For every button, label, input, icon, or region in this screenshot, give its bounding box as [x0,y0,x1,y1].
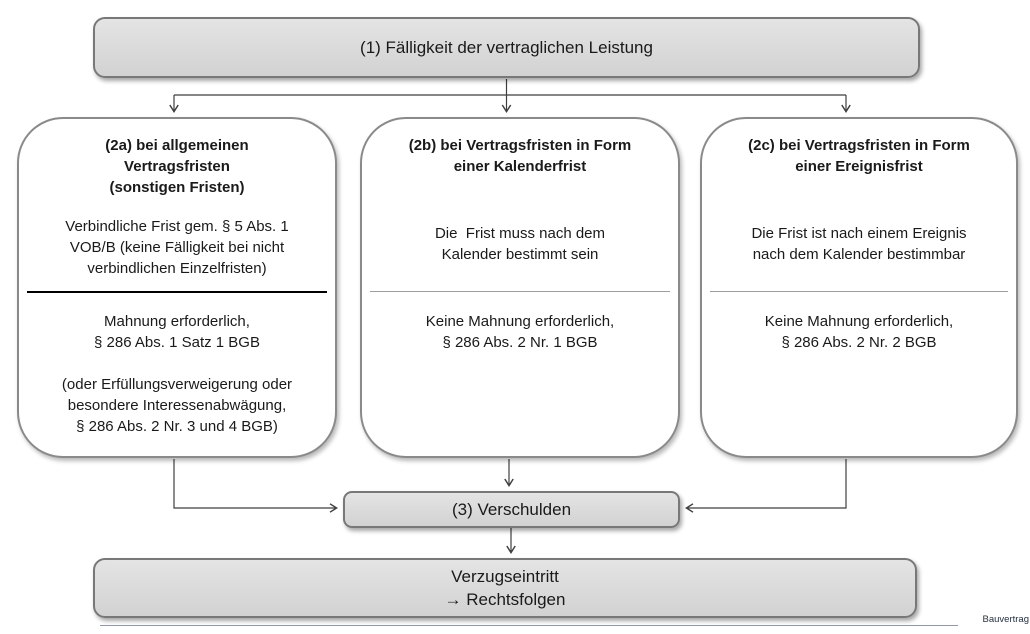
node-2c-ereignisfrist: (2c) bei Vertragsfristen in Form einer E… [700,117,1018,458]
node-2b-body-frist: Die Frist muss nach dem Kalender bestimm… [434,225,606,263]
node-verzugseintritt: Verzugseintritt → Rechtsfolgen [93,558,917,618]
node-2a-body-ausnahmen: (oder Erfüllungsverweigerung oder besond… [61,376,293,435]
node-2a-separator [27,291,327,293]
footer-divider [100,625,958,626]
node-2a-body-mahnung: Mahnung erforderlich, § 286 Abs. 1 Satz … [94,313,260,351]
node-2c-body-frist: Die Frist ist nach einem Ereignis nach d… [751,225,967,263]
node-verzugseintritt-label: Verzugseintritt → Rechtsfolgen [444,567,566,609]
node-2a-title: (2a) bei allgemeinen Vertragsfristen (so… [105,137,249,196]
node-2a-vertragsfristen: (2a) bei allgemeinen Vertragsfristen (so… [17,117,337,458]
node-2c-separator [710,291,1008,292]
node-2b-kalenderfrist: (2b) bei Vertragsfristen in Form einer K… [360,117,680,458]
node-2c-body-mahnung: Keine Mahnung erforderlich, § 286 Abs. 2… [764,313,954,351]
node-2c-title: (2c) bei Vertragsfristen in Form einer E… [748,137,970,175]
node-faelligkeit: (1) Fälligkeit der vertraglichen Leistun… [93,17,920,78]
node-2b-title: (2b) bei Vertragsfristen in Form einer K… [408,137,632,175]
footer-label: Bauvertrag [982,614,1029,625]
node-verschulden: (3) Verschulden [343,491,680,528]
node-verschulden-label: (3) Verschulden [451,499,572,519]
node-2a-body-frist: Verbindliche Frist gem. § 5 Abs. 1 VOB/B… [65,218,289,277]
node-2b-separator [370,291,670,292]
node-2b-body-mahnung: Keine Mahnung erforderlich, § 286 Abs. 2… [425,313,615,351]
node-faelligkeit-label: (1) Fälligkeit der vertraglichen Leistun… [360,37,653,57]
